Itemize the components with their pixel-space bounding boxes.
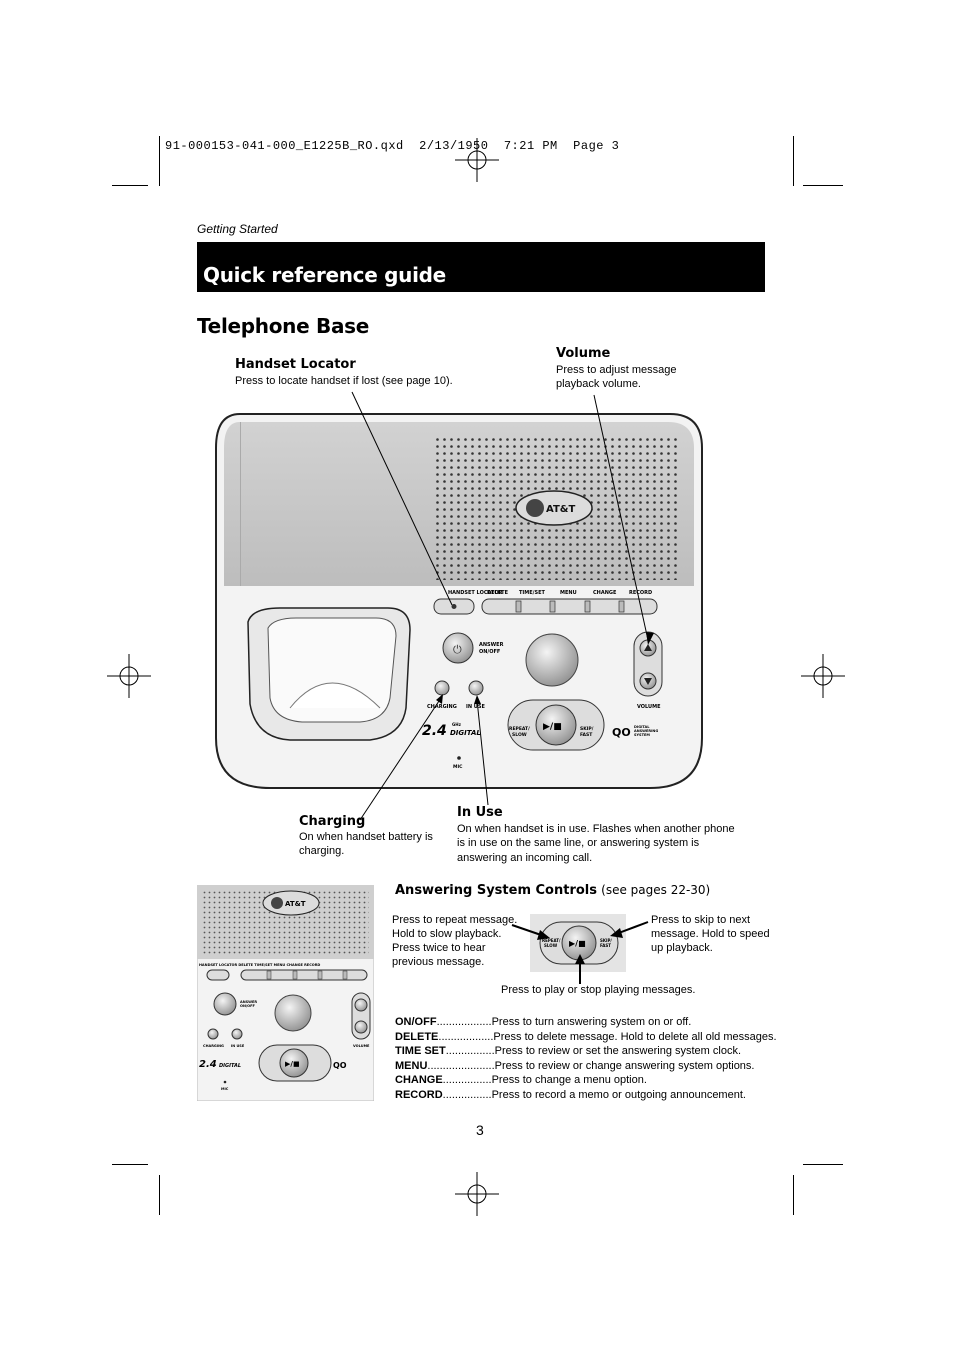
page-subtitle: Telephone Base [197,314,370,338]
crop-mark [159,1175,160,1215]
svg-text:QO: QO [612,726,631,739]
callout-title-handset-locator: Handset Locator [235,357,356,372]
skip-text-2: message. Hold to speed [651,928,770,940]
section-label: Getting Started [197,222,278,236]
label-answer: ANSWER [479,642,504,648]
label-play-stop: ▶/■ [543,722,562,732]
control-row: DELETE..................Press to delete … [395,1030,777,1043]
callout-title-volume: Volume [556,346,611,361]
svg-text:FAST: FAST [600,943,611,948]
callout-title-in-use: In Use [457,805,503,820]
answering-title-text: Answering System Controls [395,883,597,898]
svg-text:QO: QO [333,1061,347,1070]
svg-text:AT&T: AT&T [285,900,306,908]
callout-text-charging-1: On when handset battery is [299,831,433,843]
label-time-set: TIME/SET [519,590,546,596]
callout-text-in-use-2: is in use on the same line, or answering… [457,837,700,849]
label-model-big: 2.4 [422,723,447,739]
label-menu: MENU [560,590,577,596]
svg-text:MIC: MIC [221,1087,229,1091]
label-delete: DELETE [487,590,509,596]
control-row: TIME SET................Press to review … [395,1045,742,1057]
repeat-text-2: Hold to slow playback. [392,928,502,940]
crop-mark [803,1164,843,1165]
svg-text:2.4: 2.4 [199,1059,217,1070]
label-model-digital: DIGITAL [450,729,481,737]
svg-text:ANSWER: ANSWER [240,1000,257,1004]
svg-text:SKIP/: SKIP/ [600,938,612,943]
svg-text:AT&T: AT&T [546,504,576,515]
callout-text-in-use-3: answering an incoming call. [457,852,593,864]
title-banner: Quick reference guide [197,242,765,292]
skip-text-3: up playback. [651,942,713,954]
label-das-1: DIGITAL [634,725,650,729]
svg-text:REPEAT/: REPEAT/ [542,938,561,943]
controls-list: ON/OFF..................Press to turn an… [395,1015,777,1102]
answering-title: Answering System Controls (see pages 22-… [395,883,710,898]
svg-text:HANDSET LOCATOR DELETE TIME/: HANDSET LOCATOR DELETE TIME/SET MENU CHA… [199,963,320,967]
skip-text-1: Press to skip to next [651,914,751,926]
callout-leader-lines [351,391,654,821]
callout-text-volume-2: playback volume. [556,378,641,390]
label-repeat: REPEAT/ [509,726,530,732]
label-record: RECORD [629,590,652,596]
callout-text-handset-locator: Press to locate handset if lost (see pag… [235,375,453,387]
svg-text:⏻: ⏻ [453,643,462,656]
control-row: ON/OFF..................Press to turn an… [395,1016,692,1028]
label-model-ghz: GHz [452,722,462,727]
label-das-3: SYSTEM [634,733,650,737]
label-change: CHANGE [593,590,617,596]
svg-text:CHARGING: CHARGING [203,1044,224,1048]
callout-text-volume-1: Press to adjust message [556,364,677,376]
label-slow: SLOW [512,732,527,738]
crop-mark [112,185,148,186]
label-charging: CHARGING [427,704,457,710]
callout-text-charging-2: charging. [299,845,345,857]
telephone-base-illustration: AT&T HANDSET LOCATOR DELETE TIME/SET MEN… [215,413,703,789]
label-on-off: ON/OFF [479,649,500,655]
play-description: Press to play or stop playing messages. [501,984,696,996]
registration-mark-icon [455,138,499,182]
registration-mark-icon [801,654,845,698]
page-number: 3 [476,1122,484,1138]
control-row: MENU......................Press to revie… [395,1059,755,1072]
repeat-text-3: Press twice to hear [392,942,486,954]
registration-mark-icon [455,1172,499,1216]
label-in-use: IN USE [466,704,485,710]
callout-title-charging: Charging [299,814,366,829]
repeat-text-4: previous message. [392,956,485,968]
crop-mark [803,185,843,186]
label-mic: MIC [453,764,463,770]
label-volume: VOLUME [637,704,661,710]
answering-arrows [511,921,649,984]
registration-mark-icon [107,654,151,698]
banner-title: Quick reference guide [203,263,446,287]
svg-text:DIGITAL: DIGITAL [219,1063,241,1069]
svg-text:▶/■: ▶/■ [285,1060,300,1068]
label-fast: FAST [580,732,593,738]
crop-mark [159,136,160,186]
crop-mark [793,1175,794,1215]
svg-text:SLOW: SLOW [544,943,558,948]
crop-mark [793,136,794,186]
callout-text-in-use-1: On when handset is in use. Flashes when … [457,823,735,835]
control-row: RECORD................Press to record a … [395,1088,746,1101]
device-thumbnail: AT&T HANDSET LOCATOR DELETE TIME/SET MEN… [197,885,374,1101]
control-row: CHANGE................Press to change a … [395,1074,647,1086]
svg-text:IN USE: IN USE [231,1044,245,1048]
repeat-text-1: Press to repeat message. [392,914,518,926]
label-skip: SKIP/ [580,726,594,732]
label-handset-locator: HANDSET LOCATOR [448,590,503,596]
crop-mark [112,1164,148,1165]
label-das-2: ANSWERING [634,729,658,733]
svg-text:VOLUME: VOLUME [353,1044,370,1048]
repeat-description: Press to repeat message. Hold to slow pl… [392,913,517,969]
skip-description: Press to skip to next message. Hold to s… [651,913,770,955]
svg-text:ON/OFF: ON/OFF [240,1004,256,1008]
svg-text:▶/■: ▶/■ [569,939,586,948]
answering-pages: (see pages 22-30) [601,883,711,897]
file-header: 91-000153-041-000_E1225B_RO.qxd 2/13/195… [165,139,620,153]
